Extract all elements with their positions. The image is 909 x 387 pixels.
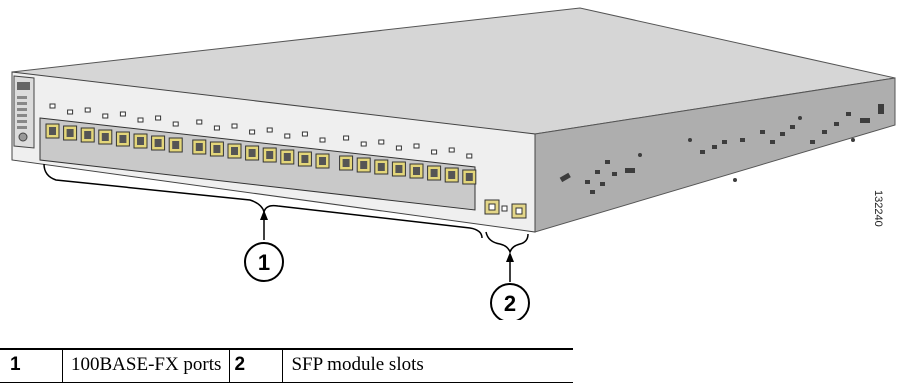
- port-connector: [266, 151, 274, 159]
- legend-number-2: 2: [229, 349, 283, 383]
- port-led: [466, 153, 473, 159]
- port-connector: [319, 157, 326, 165]
- legend-row: 1 100BASE-FX ports 2 SFP module slots: [0, 349, 574, 383]
- legend-label-2: SFP module slots: [282, 349, 574, 383]
- port-led: [213, 125, 220, 131]
- port-led: [67, 109, 74, 115]
- port-led: [231, 123, 238, 129]
- port-led: [84, 107, 91, 113]
- port-connector: [101, 133, 109, 141]
- side-vents: [559, 104, 884, 194]
- port-connector: [66, 129, 74, 137]
- port-led: [395, 145, 402, 151]
- callout-circle-2: [490, 283, 530, 320]
- port-connector: [342, 159, 350, 167]
- port-led: [49, 103, 56, 109]
- port-connector: [49, 127, 56, 135]
- port-led: [448, 147, 455, 153]
- callout-bracket-2: [485, 231, 529, 255]
- port-connector: [213, 145, 221, 153]
- legend-number-1: 1: [10, 354, 21, 375]
- front-left-panel: [13, 75, 35, 149]
- port-connector: [172, 141, 180, 149]
- port-led: [249, 129, 256, 135]
- port-led: [360, 141, 367, 147]
- port-connector: [154, 139, 162, 147]
- port-bank: [39, 117, 476, 211]
- callout-legend: 1 100BASE-FX ports 2 SFP module slots: [0, 348, 574, 383]
- port-connector: [231, 147, 238, 155]
- port-connector: [448, 171, 456, 179]
- switch-illustration: 1 2: [11, 7, 896, 320]
- port-connector: [395, 165, 403, 173]
- port-led: [413, 143, 420, 149]
- port-led: [301, 131, 308, 137]
- callout-number-1: 1: [258, 250, 270, 275]
- port-led: [378, 139, 385, 145]
- port-connector: [430, 169, 438, 177]
- port-led: [155, 115, 162, 121]
- port-led: [196, 119, 203, 125]
- port-connector: [413, 167, 420, 175]
- port-connector: [119, 135, 127, 143]
- port-led: [137, 117, 144, 123]
- callout-number-2: 2: [504, 291, 516, 316]
- port-connector: [195, 143, 203, 151]
- callout-circle-1: [244, 242, 284, 282]
- figure-id: 132240: [872, 190, 884, 227]
- port-connector: [465, 173, 473, 181]
- port-led: [119, 111, 126, 117]
- port-led: [172, 121, 179, 127]
- port-led: [319, 137, 326, 143]
- port-connector: [137, 137, 144, 145]
- port-connector: [377, 163, 385, 171]
- port-connector: [301, 155, 309, 163]
- port-connector: [283, 153, 291, 161]
- port-led: [284, 133, 291, 139]
- port-led: [343, 135, 350, 141]
- port-led: [266, 127, 273, 133]
- port-connector: [84, 131, 92, 139]
- port-connector: [248, 149, 256, 157]
- port-connector: [360, 161, 368, 169]
- legend-label-1: 100BASE-FX ports: [61, 349, 230, 383]
- port-led: [102, 113, 109, 119]
- port-group: [45, 103, 477, 185]
- port-led: [431, 149, 438, 155]
